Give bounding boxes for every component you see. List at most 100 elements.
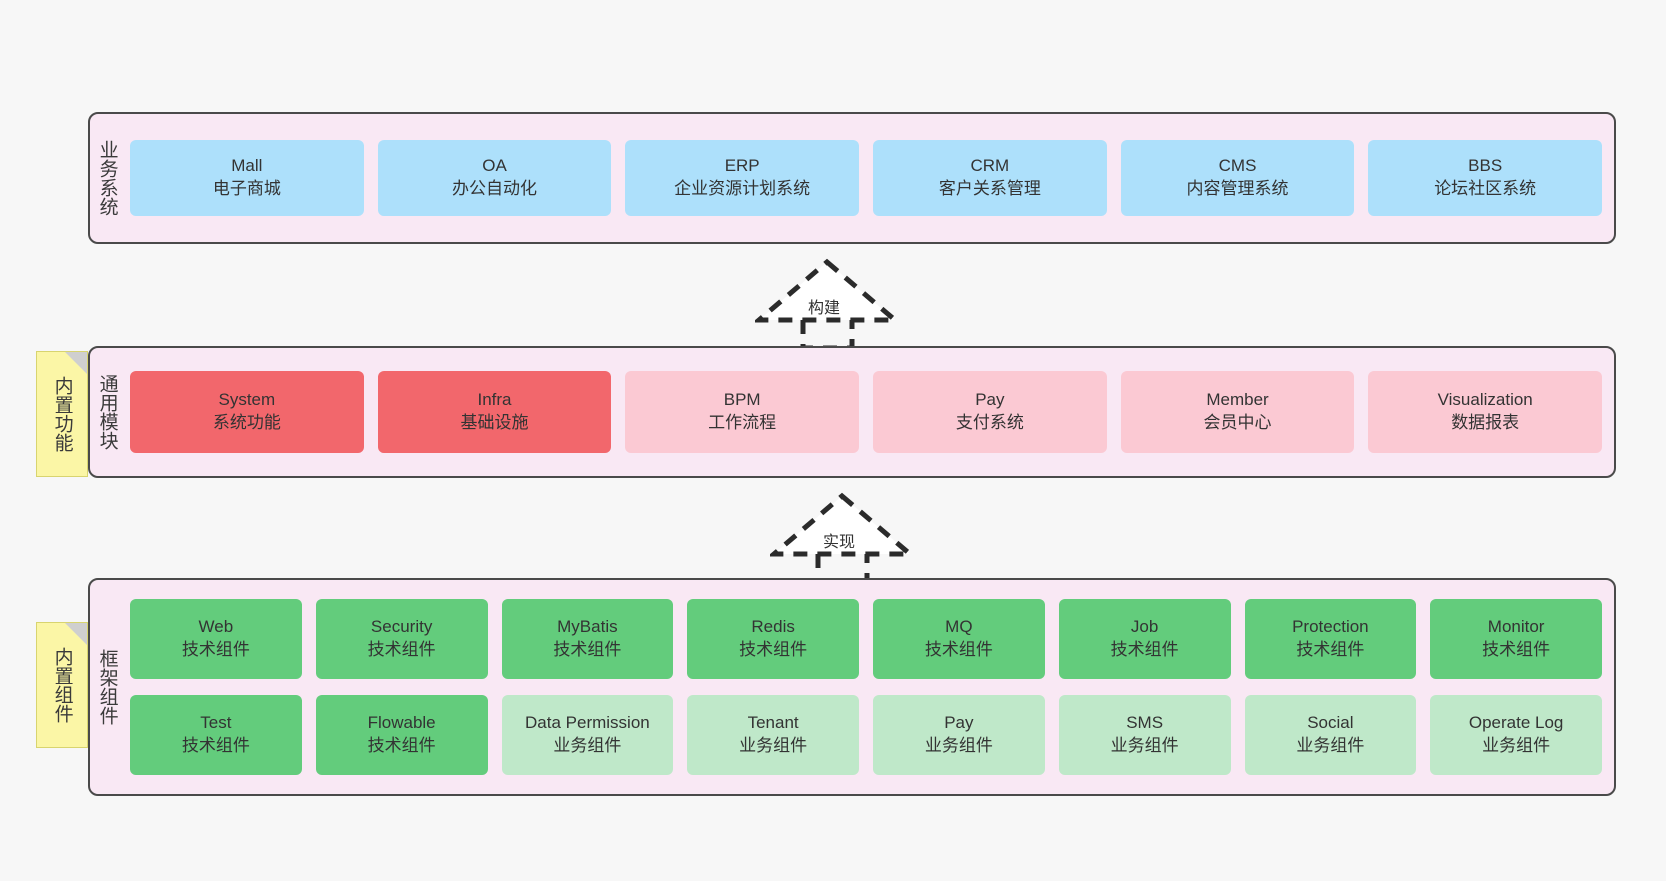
node-mq[interactable]: MQ 技术组件 — [873, 599, 1045, 679]
node-oa[interactable]: OA 办公自动化 — [377, 140, 612, 216]
node-tenant[interactable]: Tenant 业务组件 — [687, 695, 859, 775]
note-fold-corner-icon — [65, 352, 87, 374]
node-bpm-en: BPM — [723, 390, 761, 410]
layer-common-body: System 系统功能 Infra 基础设施 BPM 工作流程 Pay 支付系统… — [124, 348, 1614, 476]
node-cms[interactable]: CMS 内容管理系统 — [1120, 140, 1355, 216]
note-builtin-function: 内置功能 — [36, 351, 88, 477]
connector-build-label: 构建 — [808, 300, 841, 317]
node-cms-en: CMS — [1218, 156, 1257, 176]
layer-framework: 框架组件 Web 技术组件 Security 技术组件 MyBatis 技术组件… — [88, 578, 1616, 796]
node-security-cn: 技术组件 — [367, 640, 436, 659]
node-infra-en: Infra — [477, 390, 512, 410]
node-mall-en: Mall — [231, 156, 263, 176]
layer-business-title: 业务系统 — [96, 140, 118, 216]
node-mq-cn: 技术组件 — [924, 640, 993, 659]
node-erp-en: ERP — [724, 156, 760, 176]
node-member-cn: 会员中心 — [1203, 413, 1272, 432]
node-pay-module-cn: 支付系统 — [955, 413, 1024, 432]
node-system[interactable]: System 系统功能 — [130, 371, 364, 453]
node-cms-cn: 内容管理系统 — [1186, 179, 1289, 198]
node-redis[interactable]: Redis 技术组件 — [687, 599, 859, 679]
node-system-en: System — [218, 390, 276, 410]
node-mybatis[interactable]: MyBatis 技术组件 — [501, 599, 674, 679]
node-pay-module[interactable]: Pay 支付系统 — [873, 371, 1107, 453]
note-builtin-component-label: 内置组件 — [51, 647, 73, 723]
node-bbs[interactable]: BBS 论坛社区系统 — [1368, 140, 1603, 216]
node-erp-cn: 企业资源计划系统 — [674, 179, 811, 198]
layer-common: 通用模块 System 系统功能 Infra 基础设施 BPM 工作流程 Pay… — [88, 346, 1616, 478]
layer-framework-title: 框架组件 — [96, 649, 118, 725]
node-test-cn: 技术组件 — [181, 736, 250, 755]
node-mybatis-cn: 技术组件 — [553, 640, 622, 659]
framework-row-technical: Web 技术组件 Security 技术组件 MyBatis 技术组件 Redi… — [130, 599, 1602, 679]
node-visualization[interactable]: Visualization 数据报表 — [1368, 371, 1603, 453]
node-data-permission[interactable]: Data Permission 业务组件 — [501, 695, 674, 775]
node-system-cn: 系统功能 — [212, 413, 281, 432]
node-test[interactable]: Test 技术组件 — [130, 695, 302, 775]
node-pay-component[interactable]: Pay 业务组件 — [873, 695, 1045, 775]
node-oa-cn: 办公自动化 — [452, 179, 537, 198]
node-infra[interactable]: Infra 基础设施 — [377, 371, 612, 453]
node-crm[interactable]: CRM 客户关系管理 — [873, 140, 1107, 216]
node-operate-log-cn: 业务组件 — [1482, 736, 1551, 755]
node-monitor-en: Monitor — [1487, 617, 1545, 637]
node-protection[interactable]: Protection 技术组件 — [1244, 599, 1417, 679]
node-pay-component-cn: 业务组件 — [924, 736, 993, 755]
layer-framework-body: Web 技术组件 Security 技术组件 MyBatis 技术组件 Redi… — [124, 580, 1614, 794]
build-stem — [800, 320, 855, 350]
node-web[interactable]: Web 技术组件 — [130, 599, 302, 679]
node-operate-log[interactable]: Operate Log 业务组件 — [1430, 695, 1602, 775]
framework-row-business: Test 技术组件 Flowable 技术组件 Data Permission … — [130, 695, 1602, 775]
node-social-cn: 业务组件 — [1296, 736, 1365, 755]
node-infra-cn: 基础设施 — [460, 413, 529, 432]
node-mybatis-en: MyBatis — [557, 617, 618, 637]
node-oa-en: OA — [482, 156, 507, 176]
node-sms[interactable]: SMS 业务组件 — [1058, 695, 1231, 775]
node-bpm[interactable]: BPM 工作流程 — [625, 371, 860, 453]
layer-business: 业务系统 Mall 电子商城 OA 办公自动化 ERP 企业资源计划系统 CRM… — [88, 112, 1616, 244]
node-crm-cn: 客户关系管理 — [938, 179, 1041, 198]
node-monitor-cn: 技术组件 — [1482, 640, 1551, 659]
node-protection-en: Protection — [1292, 617, 1369, 637]
node-test-en: Test — [200, 713, 232, 733]
node-data-permission-cn: 业务组件 — [553, 736, 622, 755]
node-visualization-en: Visualization — [1437, 390, 1533, 410]
node-web-en: Web — [198, 617, 234, 637]
note-builtin-function-label: 内置功能 — [51, 376, 73, 452]
layer-common-title: 通用模块 — [96, 374, 118, 450]
node-tenant-cn: 业务组件 — [739, 736, 808, 755]
node-flowable[interactable]: Flowable 技术组件 — [315, 695, 488, 775]
node-flowable-cn: 技术组件 — [367, 736, 436, 755]
node-mall[interactable]: Mall 电子商城 — [130, 140, 364, 216]
node-social-en: Social — [1307, 713, 1354, 733]
node-visualization-cn: 数据报表 — [1451, 413, 1520, 432]
node-member[interactable]: Member 会员中心 — [1120, 371, 1355, 453]
node-job-en: Job — [1130, 617, 1159, 637]
node-security-en: Security — [370, 617, 433, 637]
layer-business-body: Mall 电子商城 OA 办公自动化 ERP 企业资源计划系统 CRM 客户关系… — [124, 114, 1614, 242]
note-fold-corner-icon — [65, 623, 87, 645]
node-social[interactable]: Social 业务组件 — [1244, 695, 1417, 775]
node-flowable-en: Flowable — [367, 713, 436, 733]
node-job[interactable]: Job 技术组件 — [1058, 599, 1231, 679]
node-job-cn: 技术组件 — [1110, 640, 1179, 659]
node-tenant-en: Tenant — [747, 713, 799, 733]
node-security[interactable]: Security 技术组件 — [315, 599, 488, 679]
node-operate-log-en: Operate Log — [1468, 713, 1564, 733]
node-member-en: Member — [1206, 390, 1269, 410]
node-redis-cn: 技术组件 — [739, 640, 808, 659]
node-sms-en: SMS — [1126, 713, 1164, 733]
node-mall-cn: 电子商城 — [212, 179, 281, 198]
node-sms-cn: 业务组件 — [1110, 736, 1179, 755]
node-pay-component-en: Pay — [944, 713, 974, 733]
node-pay-module-en: Pay — [975, 390, 1005, 410]
node-monitor[interactable]: Monitor 技术组件 — [1430, 599, 1602, 679]
node-web-cn: 技术组件 — [181, 640, 250, 659]
connector-implement-label: 实现 — [823, 534, 856, 551]
node-bbs-cn: 论坛社区系统 — [1434, 179, 1537, 198]
node-bpm-cn: 工作流程 — [708, 413, 777, 432]
node-mq-en: MQ — [945, 617, 973, 637]
node-crm-en: CRM — [970, 156, 1010, 176]
node-erp[interactable]: ERP 企业资源计划系统 — [625, 140, 860, 216]
